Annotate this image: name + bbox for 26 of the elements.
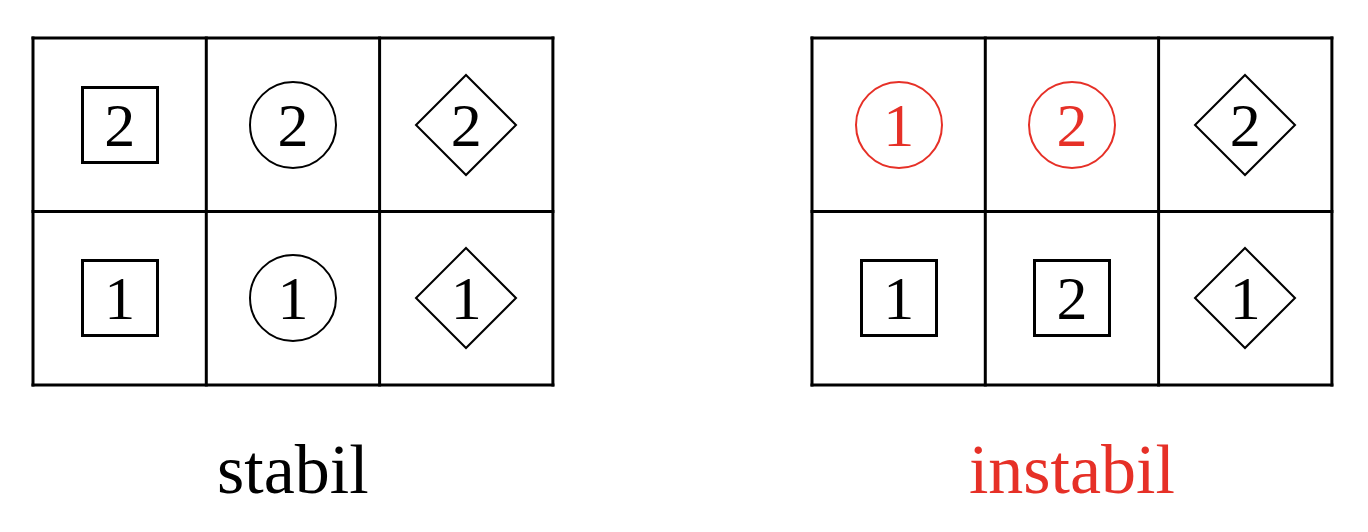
number-label: 1 <box>104 267 136 330</box>
number-label: 2 <box>104 93 136 156</box>
circle-shape <box>854 80 943 169</box>
circle-shape <box>248 254 337 343</box>
square-box <box>1032 259 1111 338</box>
square-box <box>80 259 159 338</box>
square-box <box>80 85 159 164</box>
square-box <box>859 259 938 338</box>
grid-caption: stabil <box>217 435 369 505</box>
diamond-shape <box>1194 247 1297 350</box>
number-label: 1 <box>1229 267 1261 330</box>
number-label: 1 <box>277 267 309 330</box>
number-label: 2 <box>1056 93 1088 156</box>
diamond-shape <box>1194 73 1297 176</box>
number-label: 1 <box>883 267 915 330</box>
circle-shape <box>248 80 337 169</box>
number-label: 2 <box>450 93 482 156</box>
circle-shape <box>1027 80 1116 169</box>
grid-caption: instabil <box>968 435 1175 505</box>
number-label: 2 <box>1229 93 1261 156</box>
number-label: 2 <box>1056 267 1088 330</box>
diamond-shape <box>415 73 518 176</box>
number-label: 1 <box>883 93 915 156</box>
number-label: 2 <box>277 93 309 156</box>
number-label: 1 <box>450 267 482 330</box>
diamond-shape <box>415 247 518 350</box>
